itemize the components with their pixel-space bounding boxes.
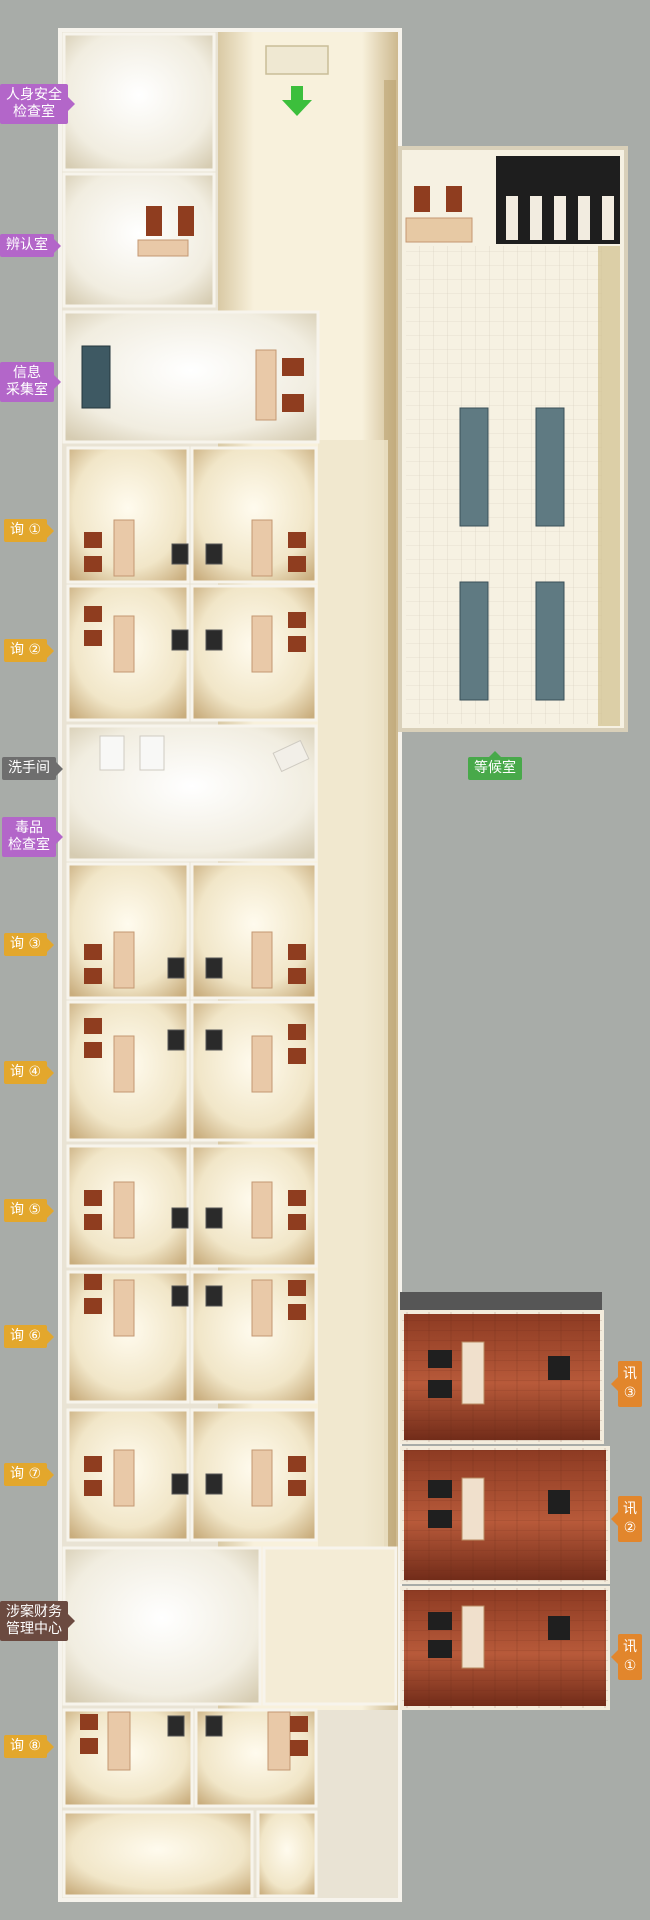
label-interrogation-3: 讯 ③: [611, 1361, 642, 1407]
label-drug-check: 毒品 检查室: [2, 817, 63, 857]
waiting-floor: [406, 246, 602, 724]
label-inquiry-5: 询 ⑤: [4, 1199, 55, 1222]
waiting-seats: [459, 407, 565, 701]
label-inquiry-1: 询 ①: [4, 519, 55, 542]
reception-chair: [414, 186, 430, 212]
corridor-end: [262, 1546, 398, 1706]
label-inquiry-6: 询 ⑥: [4, 1325, 55, 1348]
label-info-collection: 信息 采集室: [0, 362, 61, 402]
label-inquiry-8: 询 ⑧: [4, 1735, 55, 1758]
label-property-center: 涉案财务 管理中心: [0, 1601, 75, 1641]
furniture: [80, 206, 310, 1771]
label-washroom: 洗手间: [2, 757, 63, 780]
label-interrogation-1: 讯 ①: [611, 1634, 642, 1680]
waiting-side-wall: [598, 246, 620, 726]
interrogation-rooms: [400, 1310, 610, 1710]
label-inquiry-3: 询 ③: [4, 933, 55, 956]
lockers: [496, 156, 620, 244]
label-identification: 辨认室: [0, 234, 61, 257]
corridor-strip: [318, 440, 388, 1700]
label-waiting-room: 等候室: [468, 751, 522, 780]
room-property-center: [62, 1546, 262, 1706]
reception-desk: [405, 217, 473, 243]
interrogation-block-top: [400, 1292, 602, 1312]
entrance-plaque: [265, 45, 329, 75]
label-interrogation-2: 讯 ②: [611, 1496, 642, 1542]
room-personal-safety-check: [62, 32, 216, 172]
label-inquiry-2: 询 ②: [4, 639, 55, 662]
label-inquiry-7: 询 ⑦: [4, 1463, 55, 1486]
label-personal-safety-check: 人身安全 检查室: [0, 84, 75, 124]
label-inquiry-4: 询 ④: [4, 1061, 55, 1084]
reception-chair: [446, 186, 462, 212]
entrance-arrow-icon: [282, 86, 312, 116]
